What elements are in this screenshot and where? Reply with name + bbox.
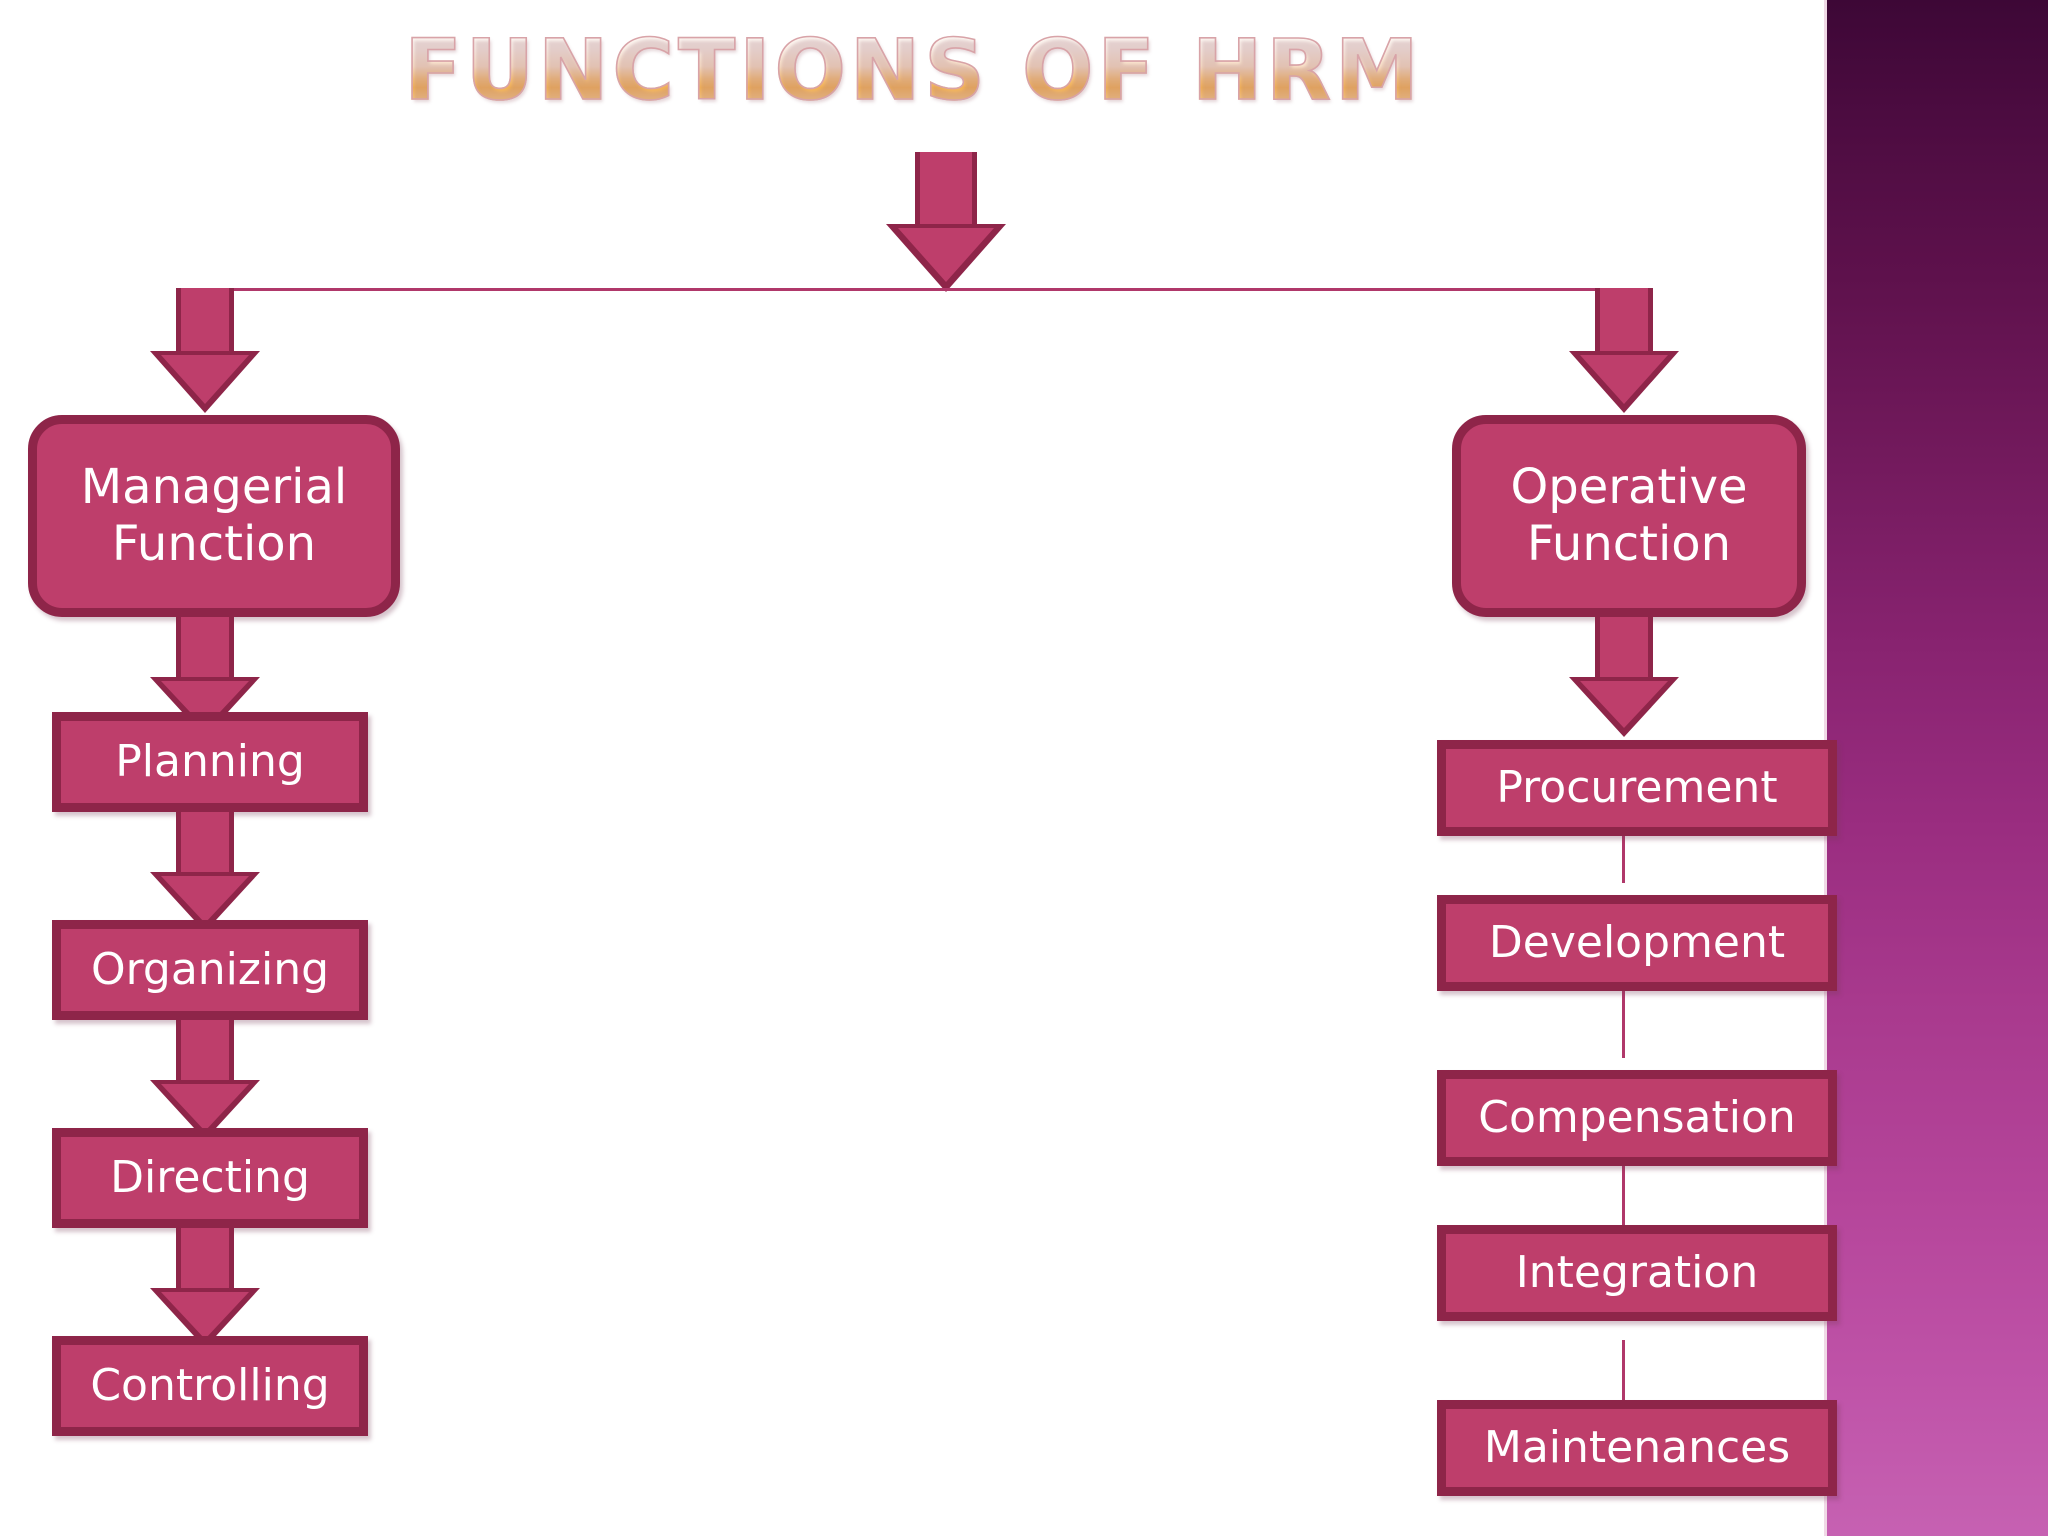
node-compensation[interactable]: Compensation (1437, 1070, 1837, 1166)
node-development[interactable]: Development (1437, 895, 1837, 991)
root-down-arrow (886, 152, 1006, 292)
arrow-head-fill (161, 876, 249, 923)
node-directing[interactable]: Directing (52, 1128, 368, 1228)
arrow-head-fill (1580, 681, 1668, 728)
arrow-head-fill (161, 355, 249, 404)
node-controlling[interactable]: Controlling (52, 1336, 368, 1436)
decorative-purple-band (1827, 0, 2048, 1536)
operative-spine-line-2 (1622, 990, 1625, 1058)
node-managerial-function[interactable]: Managerial Function (28, 415, 400, 617)
right-branch-arrow (1569, 288, 1679, 413)
operative-spine-line-3 (1622, 1165, 1625, 1233)
node-integration[interactable]: Integration (1437, 1225, 1837, 1321)
arrow-head-fill (898, 228, 994, 282)
node-operative-function[interactable]: Operative Function (1452, 415, 1806, 617)
managerial-arrow-4 (150, 1228, 260, 1348)
operative-spine-line-1 (1622, 815, 1625, 883)
managerial-arrow-2 (150, 812, 260, 932)
arrow-head-fill (161, 1292, 249, 1339)
managerial-arrow-3 (150, 1020, 260, 1140)
node-maintenances[interactable]: Maintenances (1437, 1400, 1837, 1496)
node-planning[interactable]: Planning (52, 712, 368, 812)
page-title: FUNCTIONS OF HRM (0, 25, 1827, 115)
arrow-head-fill (161, 1084, 249, 1131)
operative-spine-line-4 (1622, 1340, 1625, 1408)
arrow-head-fill (1580, 355, 1668, 404)
operative-arrow-1 (1569, 617, 1679, 737)
node-organizing[interactable]: Organizing (52, 920, 368, 1020)
branch-bus-line (186, 288, 1623, 291)
left-branch-arrow (150, 288, 260, 413)
node-procurement[interactable]: Procurement (1437, 740, 1837, 836)
